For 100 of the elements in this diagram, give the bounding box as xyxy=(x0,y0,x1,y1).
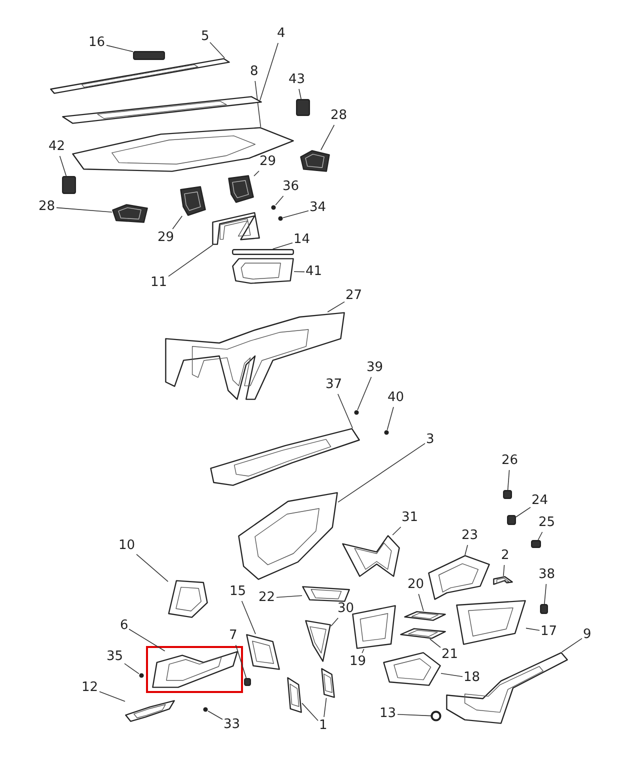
callout-number: 12 xyxy=(82,680,98,696)
tray-drawing xyxy=(302,586,350,602)
callout-number: 11 xyxy=(150,275,168,291)
clip-drawing xyxy=(503,490,512,499)
fastener-drawing xyxy=(278,216,283,221)
leader-line xyxy=(538,532,543,540)
leader-line xyxy=(418,594,424,612)
leader-line xyxy=(362,648,364,654)
callout-number: 42 xyxy=(48,139,66,155)
leader-line xyxy=(338,394,353,428)
latch-drawing xyxy=(493,576,513,585)
callout-number: 13 xyxy=(380,706,396,722)
leader-line xyxy=(275,196,284,206)
glove-box-drawing xyxy=(456,600,526,645)
callout-number: 29 xyxy=(260,154,276,170)
callout-number: 9 xyxy=(583,627,592,643)
mat-drawing xyxy=(400,628,446,639)
leader-line xyxy=(208,710,223,720)
air-vent-drawing xyxy=(112,204,148,223)
leader-line xyxy=(241,600,256,634)
leader-line xyxy=(302,702,318,721)
callout-number: 28 xyxy=(38,199,56,215)
leader-line xyxy=(330,618,338,626)
callout-number: 35 xyxy=(106,649,124,665)
cross-car-beam-drawing xyxy=(165,312,345,400)
fastener-drawing xyxy=(354,410,359,415)
leader-line xyxy=(324,698,327,718)
trim-cover-drawing xyxy=(342,535,400,577)
air-vent-drawing xyxy=(180,186,206,216)
leader-line xyxy=(56,207,112,212)
callout-number: 15 xyxy=(230,584,246,600)
fastener-drawing xyxy=(203,707,208,712)
bracket-drawing xyxy=(305,620,331,662)
leader-line xyxy=(327,301,345,312)
trim-strip-drawing xyxy=(50,58,230,94)
leader-line xyxy=(357,376,372,410)
leader-line xyxy=(338,443,426,503)
callout-number: 19 xyxy=(350,654,366,670)
bracket-drawing xyxy=(125,700,175,722)
callout-number: 2 xyxy=(501,548,510,564)
leader-line xyxy=(282,210,309,218)
fastener-drawing xyxy=(384,430,389,435)
carrier-drawing xyxy=(238,492,338,580)
callout-number: 3 xyxy=(426,432,434,448)
grommet-drawing xyxy=(431,711,441,721)
leader-line xyxy=(430,638,441,648)
leader-line xyxy=(298,88,302,100)
callout-number: 41 xyxy=(306,264,322,280)
bracket-drawing xyxy=(212,212,260,245)
leader-line xyxy=(392,526,402,536)
leader-line xyxy=(516,506,531,518)
trim-piece-drawing xyxy=(321,668,335,698)
trim-panel-drawing xyxy=(62,96,262,124)
callout-number: 7 xyxy=(229,628,238,644)
trim-piece-drawing xyxy=(133,51,165,60)
leader-line xyxy=(503,564,505,576)
callout-number: 6 xyxy=(120,618,128,634)
callout-number: 31 xyxy=(402,510,418,526)
callout-number: 20 xyxy=(408,577,424,593)
leader-line xyxy=(59,156,67,176)
callout-number: 18 xyxy=(464,670,480,686)
leader-line xyxy=(124,663,140,674)
leader-line xyxy=(210,42,225,58)
callout-number: 30 xyxy=(338,601,354,617)
leader-line xyxy=(99,691,126,702)
callout-number: 37 xyxy=(326,377,342,393)
callout-number: 33 xyxy=(224,717,240,733)
callout-number: 4 xyxy=(277,26,286,42)
leader-line xyxy=(128,628,166,652)
callout-number: 25 xyxy=(538,515,556,531)
bin-drawing xyxy=(352,605,396,649)
leader-line xyxy=(106,44,134,52)
leader-line xyxy=(464,544,468,556)
clip-drawing xyxy=(531,540,541,548)
leader-line xyxy=(440,673,463,677)
callout-number: 34 xyxy=(310,200,326,216)
callout-number: 27 xyxy=(346,288,362,304)
callout-number: 10 xyxy=(118,538,136,554)
leader-line xyxy=(272,242,293,250)
leader-line xyxy=(320,124,335,150)
clip-drawing xyxy=(540,604,548,614)
leader-line xyxy=(507,470,510,490)
callout-number: 26 xyxy=(502,453,518,469)
callout-number: 40 xyxy=(388,390,404,406)
trim-panel-drawing xyxy=(246,634,280,670)
callout-number: 43 xyxy=(288,72,306,88)
mat-drawing xyxy=(404,611,446,621)
clip-drawing xyxy=(244,678,251,686)
leader-line xyxy=(168,244,214,277)
housing-drawing xyxy=(428,555,490,600)
leader-line xyxy=(172,216,182,230)
air-vent-drawing xyxy=(300,150,330,172)
callout-number: 14 xyxy=(294,232,310,248)
storage-bin-drawing xyxy=(383,652,441,686)
shroud-drawing xyxy=(168,580,208,618)
trim-piece-drawing xyxy=(62,176,76,194)
callout-number: 23 xyxy=(462,528,478,544)
leader-line xyxy=(562,638,582,652)
instrument-panel-drawing xyxy=(72,127,294,172)
leader-line xyxy=(276,595,302,598)
